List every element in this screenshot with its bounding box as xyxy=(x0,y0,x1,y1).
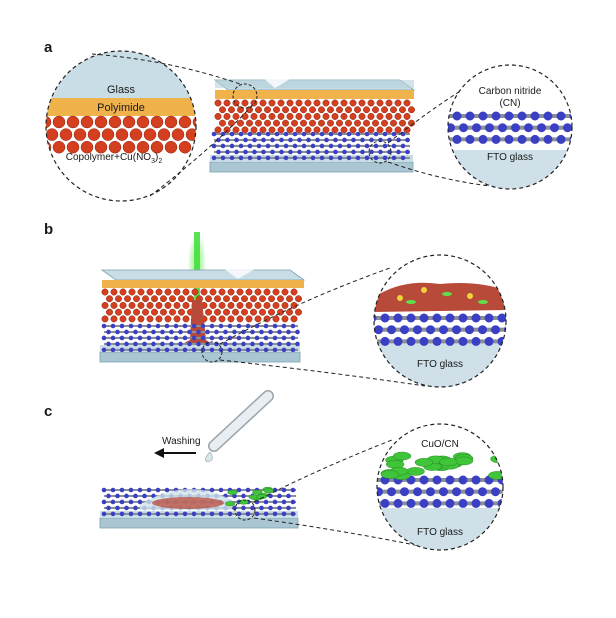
cn-zoom xyxy=(448,111,572,144)
pipette xyxy=(205,390,274,463)
cuo-cn-label: CuO/CN xyxy=(421,439,459,450)
panel-letter-a: a xyxy=(44,39,53,56)
zoom-marker-b xyxy=(201,341,223,363)
zoom-circle-left: Glass Polyimide Copolymer+Cu(NO3)2 xyxy=(45,50,197,202)
copolymer-layer xyxy=(214,99,415,134)
panel-c: c Washing xyxy=(44,390,504,551)
cuo-zoom xyxy=(380,451,503,480)
copolymer-label: Copolymer+Cu(NO3)2 xyxy=(66,152,163,165)
cuo-particles xyxy=(224,486,274,507)
zoom-marker-top xyxy=(232,83,258,109)
polyimide-band xyxy=(46,98,196,116)
zoom-circle-right: Carbon nitride (CN) FTO glass xyxy=(447,64,573,190)
panel-a: a Glass Polyimide Copo xyxy=(44,39,573,202)
residue xyxy=(152,497,224,509)
carbon-nitride-layer xyxy=(211,131,410,161)
zoom-circle-c: CuO/CN FTO glass xyxy=(376,423,504,551)
molten-layer xyxy=(374,282,506,312)
connector-line xyxy=(91,53,241,85)
copolymer-layer-b xyxy=(101,288,302,323)
zoom-circle-b: FTO glass xyxy=(373,254,507,388)
fto-label-c: FTO glass xyxy=(417,527,463,538)
connector-line xyxy=(253,439,393,503)
bottom-fto-glass-b xyxy=(99,345,301,363)
connector-line xyxy=(149,105,253,197)
panel-b: b xyxy=(44,221,507,388)
connector-line xyxy=(219,359,426,387)
polyimide-layer-b xyxy=(102,280,304,288)
washing-label: Washing xyxy=(162,436,201,447)
connector-line xyxy=(387,89,463,144)
cn-label-line2: (CN) xyxy=(499,98,520,109)
copolymer-zoom xyxy=(46,115,196,154)
cn-zoom-b xyxy=(374,313,506,346)
washing-arrow xyxy=(154,448,196,458)
connector-line xyxy=(253,517,421,547)
cn-label-line1: Carbon nitride xyxy=(479,86,542,97)
zoom-marker-bottom xyxy=(368,140,392,164)
polyimide-label: Polyimide xyxy=(97,102,145,114)
carbon-nitride-layer-b xyxy=(101,323,300,353)
panel-letter-b: b xyxy=(44,221,53,238)
top-glass-plate xyxy=(213,73,416,91)
polyimide-layer xyxy=(215,90,414,99)
cn-zoom-c xyxy=(377,475,503,508)
fto-label-b: FTO glass xyxy=(417,359,463,370)
connector-line xyxy=(387,161,491,187)
zoom-marker-c xyxy=(234,499,256,521)
panel-letter-c: c xyxy=(44,403,52,420)
glass-label: Glass xyxy=(107,84,136,96)
fto-label-a: FTO glass xyxy=(487,152,533,163)
connector-line xyxy=(219,267,391,345)
fto-glass-zoom-b xyxy=(374,340,506,387)
